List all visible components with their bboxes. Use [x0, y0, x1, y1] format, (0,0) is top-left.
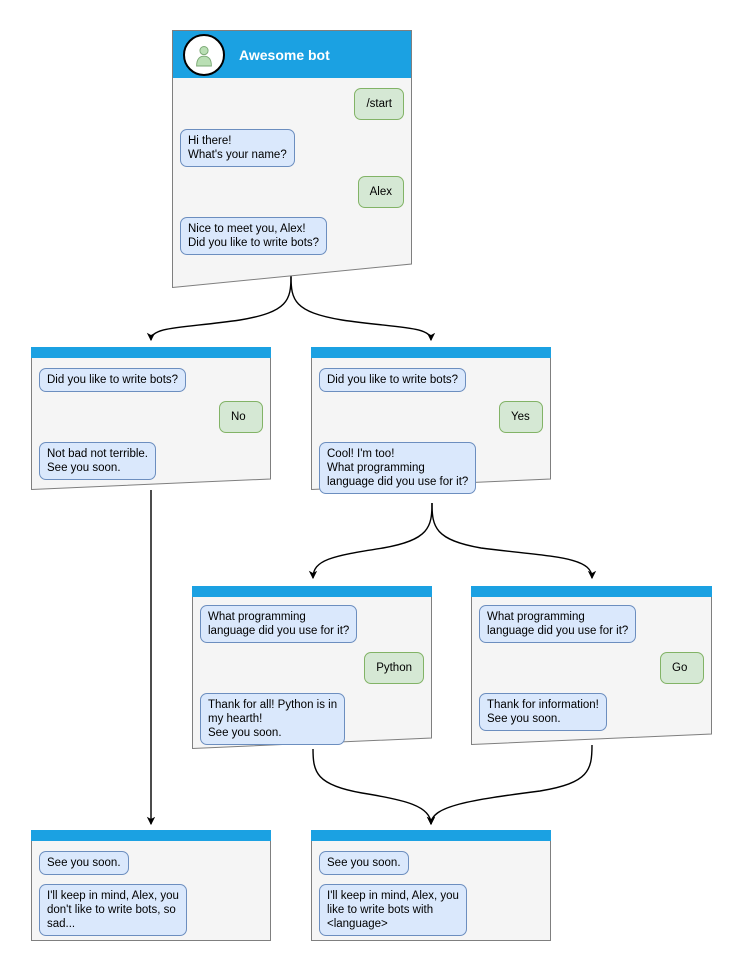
message-bubble-user: Python: [364, 652, 424, 684]
yes-branch-messages: Did you like to write bots? Yes Cool! I'…: [311, 360, 551, 494]
message-bubble-bot: What programming language did you use fo…: [200, 605, 358, 643]
message-bubble-bot: Did you like to write bots?: [39, 368, 187, 392]
go-branch-messages: What programming language did you use fo…: [471, 597, 712, 731]
node-yes-branch-body: Did you like to write bots? Yes Cool! I'…: [311, 347, 551, 494]
no-branch-messages: Did you like to write bots? No Not bad n…: [31, 360, 271, 480]
message-bubble-bot: I'll keep in mind, Alex, you don't like …: [39, 884, 187, 936]
edge-go-to-end-yes: [426, 744, 593, 826]
end-yes-messages: See you soon. I'll keep in mind, Alex, y…: [311, 843, 551, 936]
message-bubble-user: Yes: [499, 401, 543, 433]
node-header-strip: [311, 347, 551, 358]
node-header-strip: [471, 586, 712, 597]
message-bubble-bot: Did you like to write bots?: [319, 368, 467, 392]
message-bubble-user: Go: [660, 652, 704, 684]
node-header-strip: [31, 830, 271, 841]
node-no-branch-body: Did you like to write bots? No Not bad n…: [31, 347, 271, 490]
node-yes-branch[interactable]: Did you like to write bots? Yes Cool! I'…: [311, 347, 551, 494]
message-bubble-bot: What programming language did you use fo…: [479, 605, 637, 643]
edge-yes-to-go: [431, 502, 597, 580]
node-header-strip: [311, 830, 551, 841]
message-bubble-bot: See you soon.: [319, 851, 409, 875]
node-root[interactable]: Awesome bot /start Hi there! What's your…: [172, 30, 412, 288]
root-messages: /start Hi there! What's your name? Alex …: [172, 80, 412, 255]
node-go-branch[interactable]: What programming language did you use fo…: [471, 586, 712, 745]
node-end-yes-body: See you soon. I'll keep in mind, Alex, y…: [311, 830, 551, 941]
person-avatar-icon: [183, 33, 225, 76]
message-bubble-bot: Nice to meet you, Alex! Did you like to …: [180, 217, 328, 255]
message-bubble-user: No: [219, 401, 263, 433]
message-bubble-bot: Thank for information! See you soon.: [479, 693, 607, 731]
edge-yes-to-python: [308, 502, 433, 580]
node-header-strip: [31, 347, 271, 358]
end-no-messages: See you soon. I'll keep in mind, Alex, y…: [31, 843, 271, 936]
edge-python-to-end-yes: [312, 748, 436, 826]
message-bubble-bot: Cool! I'm too! What programming language…: [319, 442, 477, 494]
python-branch-messages: What programming language did you use fo…: [192, 597, 432, 745]
node-root-body: Awesome bot /start Hi there! What's your…: [172, 30, 412, 288]
bot-header: Awesome bot: [172, 30, 412, 78]
bot-title: Awesome bot: [239, 46, 330, 63]
node-end-no-body: See you soon. I'll keep in mind, Alex, y…: [31, 830, 271, 941]
message-bubble-bot: See you soon.: [39, 851, 129, 875]
message-bubble-bot: I'll keep in mind, Alex, you like to wri…: [319, 884, 467, 936]
node-end-yes[interactable]: See you soon. I'll keep in mind, Alex, y…: [311, 830, 551, 941]
message-bubble-bot: Not bad not terrible. See you soon.: [39, 442, 157, 480]
message-bubble-bot: Thank for all! Python is in my hearth! S…: [200, 693, 346, 745]
node-end-no[interactable]: See you soon. I'll keep in mind, Alex, y…: [31, 830, 271, 941]
node-python-branch-body: What programming language did you use fo…: [192, 586, 432, 749]
message-bubble-bot: Hi there! What's your name?: [180, 129, 295, 167]
node-header-strip: [192, 586, 432, 597]
node-no-branch[interactable]: Did you like to write bots? No Not bad n…: [31, 347, 271, 490]
node-go-branch-body: What programming language did you use fo…: [471, 586, 712, 745]
node-python-branch[interactable]: What programming language did you use fo…: [192, 586, 432, 749]
message-bubble-user: /start: [354, 88, 404, 120]
message-bubble-user: Alex: [357, 176, 404, 208]
